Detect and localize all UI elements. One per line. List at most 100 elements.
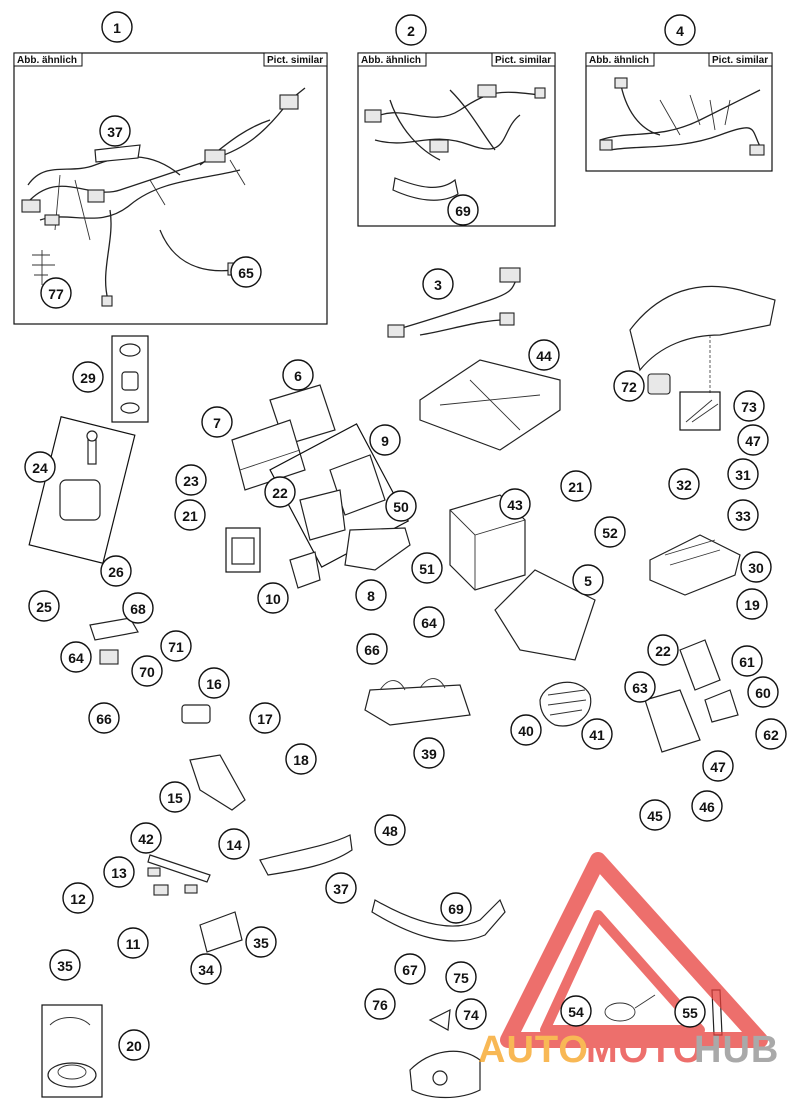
callout-c39: 39 — [413, 737, 445, 769]
callout-number: 73 — [741, 399, 757, 415]
callout-circle — [422, 268, 454, 300]
callout-circle — [285, 743, 317, 775]
callout-c74: 74 — [455, 998, 487, 1030]
callout-number: 11 — [126, 936, 141, 952]
part-12-13-clamps — [147, 867, 198, 896]
callout-number: 51 — [419, 561, 435, 577]
callout-number: 75 — [453, 970, 469, 986]
callout-c22b: 22 — [647, 634, 679, 666]
callout-circle — [72, 361, 104, 393]
callout-number: 2 — [407, 23, 415, 39]
part-40-regulator — [539, 681, 592, 727]
callout-number: 40 — [518, 723, 534, 739]
callout-c48: 48 — [374, 814, 406, 846]
callout-circle — [664, 14, 696, 46]
callout-circle — [88, 702, 120, 734]
callout-c16: 16 — [198, 667, 230, 699]
callout-c62: 62 — [755, 718, 787, 750]
callout-circle — [245, 926, 277, 958]
frame-4-label-right: Pict. similar — [712, 55, 768, 66]
callout-number: 64 — [68, 650, 84, 666]
callout-number: 1 — [113, 20, 121, 36]
callout-number: 14 — [226, 837, 242, 853]
callout-circle — [257, 582, 289, 614]
callout-circle — [572, 564, 604, 596]
callout-number: 47 — [710, 759, 726, 775]
callout-number: 52 — [602, 525, 618, 541]
callout-number: 37 — [333, 881, 349, 897]
callout-number: 12 — [70, 891, 86, 907]
callout-c26: 26 — [100, 555, 132, 587]
callout-c14: 14 — [218, 828, 250, 860]
callout-number: 64 — [421, 615, 437, 631]
callout-circle — [99, 115, 131, 147]
callout-c22a: 22 — [264, 476, 296, 508]
callout-circle — [499, 488, 531, 520]
callout-circle — [411, 552, 443, 584]
callout-circle — [594, 516, 626, 548]
callout-c6: 6 — [282, 359, 314, 391]
callout-circle — [160, 630, 192, 662]
callout-circle — [581, 718, 613, 750]
callout-c32: 32 — [668, 468, 700, 500]
callout-circle — [130, 822, 162, 854]
callout-circle — [122, 592, 154, 624]
callout-number: 33 — [735, 508, 751, 524]
callout-number: 46 — [699, 799, 715, 815]
part-14-37-bracket — [259, 834, 353, 876]
callout-circle — [727, 458, 759, 490]
callout-circle — [731, 645, 763, 677]
callout-circle — [413, 606, 445, 638]
callout-c51: 51 — [411, 552, 443, 584]
callout-circle — [355, 579, 387, 611]
callout-number: 17 — [257, 711, 273, 727]
part-74-swingarm — [409, 1008, 481, 1099]
callout-c69b: 69 — [440, 892, 472, 924]
part-68-71-mount — [89, 617, 139, 665]
frame-1-label-right: Pict. similar — [267, 55, 323, 66]
callout-number: 18 — [293, 752, 309, 768]
callout-number: 45 — [647, 808, 663, 824]
callout-circle — [560, 995, 592, 1027]
callout-circle — [118, 1029, 150, 1061]
callout-circle — [528, 339, 560, 371]
callout-circle — [702, 750, 734, 782]
part-72-73-fender — [629, 285, 776, 431]
callout-number: 47 — [745, 433, 761, 449]
callout-number: 22 — [272, 485, 288, 501]
callout-number: 34 — [198, 962, 214, 978]
callout-number: 3 — [434, 277, 442, 293]
part-24-ignition — [28, 416, 136, 564]
watermark-triangle-inner — [540, 910, 705, 1035]
part-20-horn — [41, 1004, 103, 1098]
part-3-harness — [387, 267, 521, 338]
part-69-bracket — [371, 898, 506, 942]
part-8-bracket — [344, 527, 411, 571]
callout-number: 19 — [744, 597, 760, 613]
callout-number: 39 — [421, 746, 437, 762]
frame-2-label-left: Abb. ähnlich — [361, 55, 421, 66]
callout-c25: 25 — [28, 590, 60, 622]
part-6-7-control-units — [231, 384, 336, 491]
callout-circle — [175, 464, 207, 496]
callout-c21b: 21 — [560, 470, 592, 502]
callout-c31: 31 — [727, 458, 759, 490]
callout-circle — [736, 588, 768, 620]
callout-c69a: 69 — [447, 194, 479, 226]
callout-c70: 70 — [131, 655, 163, 687]
callout-number: 68 — [130, 601, 146, 617]
callout-c72: 72 — [613, 370, 645, 402]
callout-number: 31 — [735, 467, 751, 483]
callout-number: 66 — [96, 711, 112, 727]
callout-circle — [198, 667, 230, 699]
callout-c33: 33 — [727, 499, 759, 531]
callout-circle — [174, 499, 206, 531]
callout-circle — [747, 676, 779, 708]
callout-number: 20 — [126, 1038, 142, 1054]
callout-c41: 41 — [581, 718, 613, 750]
callout-circle — [647, 634, 679, 666]
callout-number: 61 — [739, 654, 755, 670]
callout-c60: 60 — [747, 676, 779, 708]
callout-c50: 50 — [385, 490, 417, 522]
callout-circle — [159, 781, 191, 813]
